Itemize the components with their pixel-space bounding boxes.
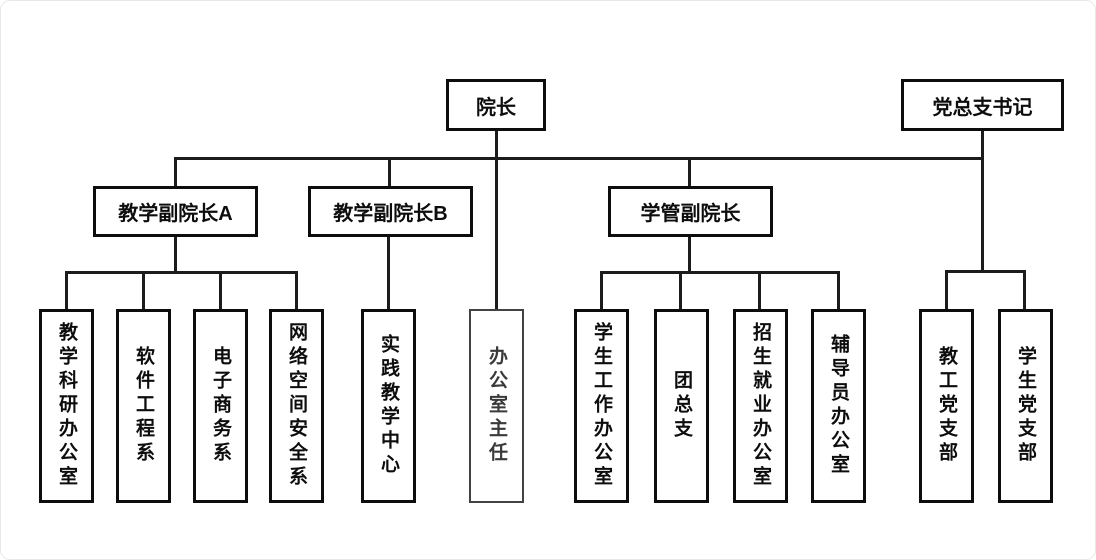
node-vice-dean-teaching-b: 教学副院长B [308,186,473,237]
connector-vice-dean-sm-down [688,237,691,273]
connector-drop-se [142,271,145,309]
connector-dean-drop [495,131,498,309]
connector-drop-spb [1023,270,1026,309]
node-student-party-branch: 学生党支部 [998,309,1053,503]
node-faculty-party-branch: 教工党支部 [919,309,974,503]
node-ecommerce-dept: 电子商务系 [193,309,248,503]
connector-bus-to-vice-dean-sm [688,157,691,188]
connector-drop-cs [295,271,298,309]
node-party-secretary: 党总支书记 [901,79,1064,131]
node-office-director-label: 办公室主任 [486,346,507,466]
connector-party-secretary-drop [981,131,984,273]
node-student-party-branch-label: 学生党支部 [1015,346,1036,466]
node-vice-dean-teaching-a: 教学副院长A [93,186,258,237]
connector-drop-sao [600,271,603,309]
node-vice-dean-student-mgmt: 学管副院长 [608,186,773,237]
node-practical-teaching-center-label: 实践教学中心 [378,334,399,478]
connector-drop-fpb [945,270,948,309]
connector-drop-tro [65,271,68,309]
node-vice-dean-teaching-b-label: 教学副院长B [333,203,448,225]
connector-drop-ec [219,271,222,309]
node-league-general-branch: 团总支 [654,309,709,503]
connector-vice-dean-a-down [174,237,177,273]
connector-bus-sm [600,271,840,274]
node-office-director: 办公室主任 [469,309,524,503]
node-student-affairs-office-label: 学生工作办公室 [591,322,612,490]
node-ecommerce-dept-label: 电子商务系 [210,346,231,466]
node-cyberspace-security-dept: 网络空间安全系 [269,309,324,503]
connector-bus-to-vice-dean-b [388,157,391,188]
node-admissions-employment-office: 招生就业办公室 [733,309,788,503]
connector-drop-lb [679,271,682,309]
node-party-secretary-label: 党总支书记 [932,96,1033,119]
node-cyberspace-security-dept-label: 网络空间安全系 [286,322,307,490]
node-practical-teaching-center: 实践教学中心 [361,309,416,503]
node-counselor-office-label: 辅导员办公室 [828,334,849,478]
node-counselor-office: 辅导员办公室 [811,309,866,503]
connector-drop-aeo [758,271,761,309]
node-league-general-branch-label: 团总支 [671,370,692,442]
connector-drop-co [837,271,840,309]
connector-top-bus [174,157,984,160]
connector-bus-to-vice-dean-a [174,157,177,188]
node-vice-dean-teaching-a-label: 教学副院长A [118,203,233,225]
connector-bus-party [945,270,1026,273]
node-teaching-research-office-label: 教学科研办公室 [56,322,77,490]
node-dean-label: 院长 [476,96,516,119]
node-faculty-party-branch-label: 教工党支部 [936,346,957,466]
node-dean: 院长 [446,79,546,131]
node-software-engineering-dept-label: 软件工程系 [133,346,154,466]
node-vice-dean-student-mgmt-label: 学管副院长 [640,203,741,225]
node-student-affairs-office: 学生工作办公室 [574,309,629,503]
node-software-engineering-dept: 软件工程系 [116,309,171,503]
node-teaching-research-office: 教学科研办公室 [39,309,94,503]
connector-vice-dean-b-drop [387,237,390,309]
node-admissions-employment-office-label: 招生就业办公室 [750,322,771,490]
connector-bus-a [65,271,298,274]
